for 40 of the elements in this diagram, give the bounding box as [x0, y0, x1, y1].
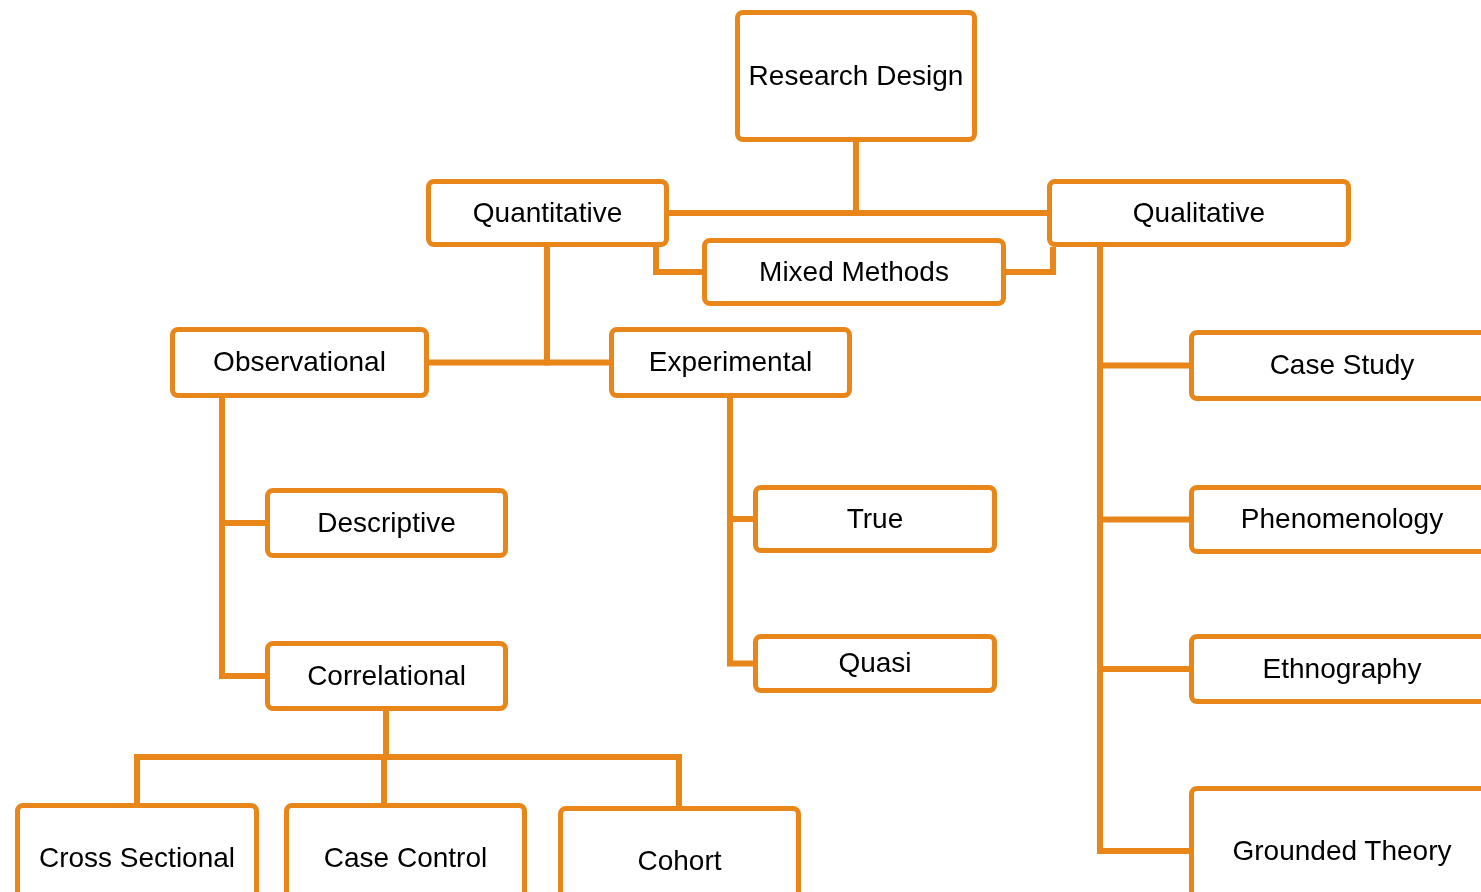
category-box	[1047, 179, 1351, 247]
box-label: Descriptive	[317, 505, 456, 540]
category-box	[753, 634, 997, 693]
connector-line	[219, 398, 265, 679]
box-label: Cross Sectional	[38, 840, 236, 875]
box-label: Quantitative	[472, 195, 623, 230]
box-label: Quasi	[838, 646, 912, 681]
box-label: Research Design	[748, 58, 964, 93]
box-label: Cohort	[637, 843, 722, 878]
connector-line	[653, 247, 702, 275]
connector-line	[544, 247, 609, 366]
box-label: Ethnography	[1262, 651, 1422, 686]
category-box	[609, 327, 852, 398]
connector-line	[1006, 247, 1056, 275]
category-box	[1189, 634, 1481, 704]
category-box	[1189, 786, 1481, 892]
category-box	[753, 485, 997, 553]
category-box	[702, 238, 1006, 306]
box-label: Observational	[213, 345, 386, 380]
category-box	[265, 488, 508, 558]
box-label: Case Study	[1269, 348, 1415, 383]
connector-line	[853, 142, 1047, 216]
box-label: Qualitative	[1132, 195, 1266, 230]
box-label: True	[846, 501, 904, 536]
box-label: Mixed Methods	[759, 254, 949, 289]
box-label: Case Control	[323, 840, 488, 875]
connector-line	[383, 711, 682, 806]
category-box	[558, 806, 801, 892]
category-box	[1189, 485, 1481, 554]
category-box	[284, 803, 527, 892]
category-box	[735, 10, 977, 142]
box-label: Experimental	[648, 345, 813, 380]
box-label: Correlational	[307, 658, 466, 693]
category-box	[265, 641, 508, 711]
category-box	[1189, 330, 1481, 401]
box-label: Grounded Theory	[1232, 833, 1452, 868]
box-label: Phenomenology	[1240, 502, 1444, 537]
category-box	[170, 327, 429, 398]
category-box	[426, 179, 669, 247]
category-box	[15, 803, 259, 892]
